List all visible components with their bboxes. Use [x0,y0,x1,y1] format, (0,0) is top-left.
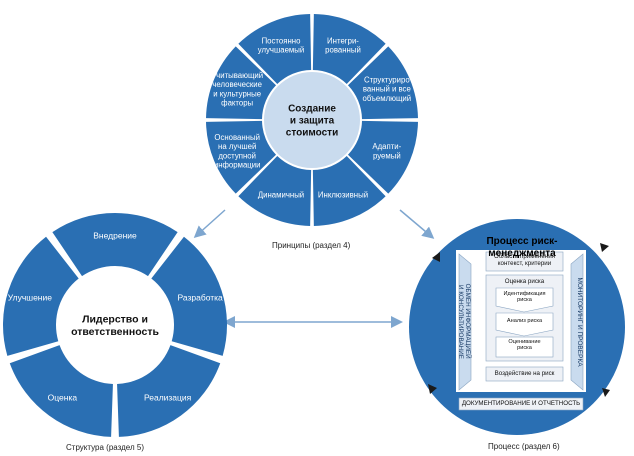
evaluation-line: риска [517,345,532,352]
framework-segment-label: Улучшение [8,292,52,302]
analysis-label: Анализ риска [506,318,543,324]
arrow-principles-to-process [399,209,435,239]
treatment-box [485,366,564,382]
framework-segment-label: Разработка [177,292,223,302]
scope-line: контекст, критерии [497,260,552,268]
evaluation-box [495,336,554,358]
scope-line: Область применения [493,253,556,260]
framework-segment-label: Внедрение [93,231,137,241]
framework-segment [9,345,113,437]
communication-bar [458,253,472,391]
scope-box [485,251,564,272]
principle-segment [312,14,386,85]
framework-segment [52,213,178,277]
framework-center [60,270,170,380]
cycle-arrow-icon [432,252,440,262]
process-caption: Процесс (раздел 6) [488,442,560,451]
evaluation-label: Оценивание риска [496,339,553,352]
framework-segment [2,236,79,356]
monitoring-bar [570,253,584,391]
process-title: Процесс риск-менеджмента [486,236,558,259]
principle-label: Интегри-рованный [325,36,361,54]
identification-box [495,287,554,313]
analysis-box [495,312,554,337]
principle-segment [238,155,312,226]
communication-label: ОБМЕН ИНФОРМАЦИЕЙ И КОНСУЛЬТИРОВАНИЕ [457,284,473,361]
evaluation-line: Оценивание [508,339,541,345]
cycle-arrow-icon [428,384,437,394]
principle-segment [347,120,418,194]
recording-label: ДОКУМЕНТИРОВАНИЕ И ОТЧЕТНОСТЬ [461,400,581,407]
treatment-label: Воздействие на риск [494,370,555,377]
scope-label: Область применения контекст, критерии [486,253,563,267]
principle-segment [206,120,277,194]
principle-segment [238,14,312,85]
arrow-principles-to-framework [193,209,226,239]
framework-segment-label: Оценка [48,392,78,402]
framework-segment [151,236,228,356]
cycle-arrow-icon [602,388,610,397]
principles-center [264,72,360,168]
principle-label: Адапти-руемый [372,142,401,160]
framework-segment [117,345,221,437]
identification-line: риска [517,297,532,304]
principle-segment [312,155,386,226]
assessment-label: Оценка риска [504,278,545,285]
process-diagram: ОБМЕН ИНФОРМАЦИЕЙ И КОНСУЛЬТИРОВАНИЕ МОН… [409,219,625,435]
principles-caption: Принципы (раздел 4) [272,241,351,250]
cycle-arrow-icon [600,243,609,252]
principle-segment [347,46,418,120]
identification-line: Идентификация [503,291,546,297]
monitoring-label: МОНИТОРИНГ И ПРОВЕРКА [576,277,583,367]
recording-box [458,397,584,411]
principle-label: Инклюзивный [318,191,368,200]
principle-label: Динамичный [258,191,304,200]
identification-label: Идентификация риска [496,291,553,304]
framework-caption: Структура (раздел 5) [66,443,144,452]
principle-segment [206,46,277,120]
framework-segment-label: Реализация [144,392,192,402]
